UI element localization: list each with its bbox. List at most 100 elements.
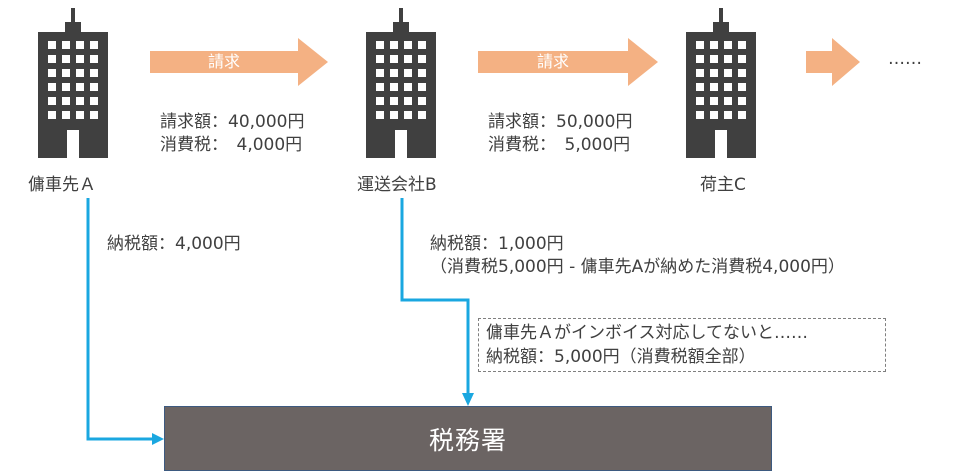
building-window — [418, 69, 426, 77]
flow-arrow-continue — [806, 38, 860, 86]
building-window — [62, 97, 70, 105]
payment-arrowhead-a — [152, 433, 164, 445]
payment-b-amount: 納税額：1,000円 — [430, 234, 564, 254]
building-window — [376, 111, 384, 119]
building-window — [418, 97, 426, 105]
building-window — [710, 97, 718, 105]
building-window — [724, 97, 732, 105]
building-window — [48, 69, 56, 77]
payment-a-amount: 納税額：4,000円 — [107, 234, 241, 254]
building-window — [62, 111, 70, 119]
building-window — [76, 111, 84, 119]
building-window — [710, 83, 718, 91]
building-b-icon — [366, 8, 436, 158]
building-window — [76, 41, 84, 49]
building-window — [418, 41, 426, 49]
building-window — [696, 97, 704, 105]
building-window — [376, 97, 384, 105]
building-door — [395, 130, 407, 158]
node-label-c: 荷主C — [700, 175, 746, 195]
building-window — [390, 55, 398, 63]
building-window — [90, 97, 98, 105]
payment-line-a — [86, 198, 152, 441]
tax-office-box: 税務署 — [164, 406, 772, 471]
building-window — [390, 111, 398, 119]
continuation-ellipsis: …… — [888, 49, 922, 69]
no-invoice-note-line2: 納税額：5,000円（消費税額全部） — [486, 347, 756, 367]
consumption-tax-bc: 消費税： 5,000円 — [488, 135, 631, 155]
no-invoice-note-line1: 傭車先Ａがインボイス対応してないと…… — [486, 323, 808, 343]
invoice-amount-ab: 請求額：40,000円 — [160, 112, 305, 132]
building-window — [404, 69, 412, 77]
building-window — [76, 97, 84, 105]
building-window — [90, 83, 98, 91]
building-window — [48, 97, 56, 105]
building-window — [76, 83, 84, 91]
building-window — [418, 83, 426, 91]
building-window — [724, 69, 732, 77]
building-window — [48, 41, 56, 49]
building-window — [376, 41, 384, 49]
invoice-amount-bc: 請求額：50,000円 — [488, 112, 633, 132]
node-label-a: 傭車先Ａ — [28, 175, 96, 195]
building-window — [404, 83, 412, 91]
building-window — [738, 55, 746, 63]
building-window — [696, 55, 704, 63]
building-window — [724, 83, 732, 91]
building-window — [376, 69, 384, 77]
payment-b-breakdown: （消費税5,000円 - 傭車先Aが納めた消費税4,000円） — [430, 257, 845, 277]
building-window — [48, 55, 56, 63]
building-window — [62, 41, 70, 49]
payment-arrowhead-b — [462, 393, 474, 406]
building-window — [710, 41, 718, 49]
building-window — [738, 97, 746, 105]
flow-label-bc: 請求 — [536, 52, 569, 71]
building-window — [76, 69, 84, 77]
building-window — [76, 55, 84, 63]
building-window — [738, 69, 746, 77]
building-window — [710, 69, 718, 77]
building-window — [738, 111, 746, 119]
building-window — [404, 55, 412, 63]
building-window — [390, 69, 398, 77]
building-window — [710, 111, 718, 119]
building-window — [696, 83, 704, 91]
building-window — [62, 69, 70, 77]
building-window — [390, 83, 398, 91]
building-window — [696, 111, 704, 119]
building-window — [418, 111, 426, 119]
building-window — [376, 55, 384, 63]
building-window — [724, 111, 732, 119]
building-window — [90, 69, 98, 77]
building-window — [738, 83, 746, 91]
building-window — [404, 97, 412, 105]
building-window — [724, 41, 732, 49]
building-window — [90, 111, 98, 119]
building-window — [390, 41, 398, 49]
building-window — [696, 41, 704, 49]
node-label-b: 運送会社B — [357, 175, 437, 195]
building-window — [48, 83, 56, 91]
building-window — [404, 41, 412, 49]
payment-line-b — [400, 198, 470, 393]
building-window — [62, 83, 70, 91]
building-window — [48, 111, 56, 119]
building-window — [62, 55, 70, 63]
building-window — [376, 83, 384, 91]
consumption-tax-ab: 消費税： 4,000円 — [160, 135, 303, 155]
building-window — [390, 97, 398, 105]
building-a-icon — [38, 8, 108, 158]
flow-label-ab: 請求 — [207, 52, 240, 71]
building-window — [404, 111, 412, 119]
building-window — [90, 41, 98, 49]
building-window — [90, 55, 98, 63]
tax-office-label: 税務署 — [428, 425, 507, 455]
flow-arrow-bc — [478, 38, 658, 86]
building-window — [710, 55, 718, 63]
building-door — [67, 130, 79, 158]
building-window — [696, 69, 704, 77]
building-c-icon — [686, 8, 756, 158]
flow-arrow-ab — [150, 38, 328, 86]
no-invoice-note: 傭車先Ａがインボイス対応してないと…… 納税額：5,000円（消費税額全部） — [478, 318, 886, 372]
